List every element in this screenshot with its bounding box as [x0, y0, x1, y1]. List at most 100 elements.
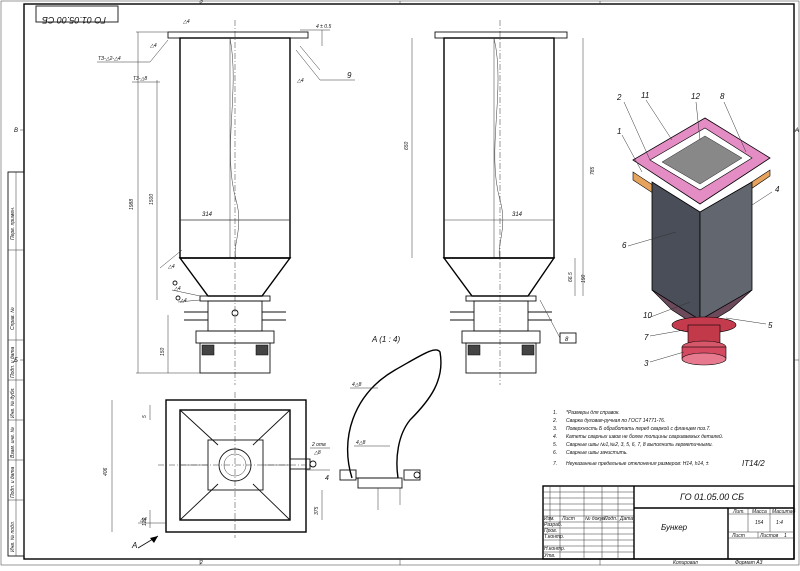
top-code-box: ГО 01.05.00 СБ: [35, 5, 119, 25]
note-num-3: 3.: [553, 426, 557, 432]
tb-row-nkontr: Н.контр.: [544, 546, 565, 552]
plan-view-mark: A: [131, 541, 137, 550]
iso-balloon-3: 3: [644, 359, 649, 368]
front-dim-total: 1988: [129, 199, 135, 210]
plan-hole-label: 2 отв: [311, 442, 326, 448]
side-outlet-pipe: [465, 342, 537, 374]
note-7-tail: IT14/2: [742, 459, 765, 468]
note-3: Поверхность Б обработать перед сваркой с…: [566, 425, 711, 432]
tb-row-utv: Утв.: [544, 553, 555, 559]
front-top-flange: [167, 31, 309, 39]
iso-body-right: [699, 181, 753, 321]
note-4: Катеты сварных швов не более толщины сва…: [566, 433, 723, 440]
side-body: [443, 37, 555, 259]
iso-balloon-5: 5: [768, 321, 773, 330]
strip-cell-2: Справ. №: [10, 307, 16, 330]
top-code-text: ГО 01.05.00 СБ: [42, 15, 106, 25]
plan-dim-width: 375: [314, 506, 320, 515]
tb-row-razrab: Разраб.: [544, 522, 562, 528]
tb-mass: 154: [755, 520, 764, 526]
side-view: 650 785 190 66.5 314 8: [404, 20, 596, 385]
front-body: [179, 37, 291, 259]
front-dim-bottom: 150: [160, 347, 166, 356]
tb-row-tkontr: Т.контр.: [544, 534, 564, 540]
note-7: Неуказанные предельные отклонения размер…: [566, 461, 709, 467]
tb-row-izm: Изм.: [544, 516, 555, 522]
iso-balloon-12: 12: [691, 92, 700, 101]
front-weld-label: ТЗ-△2-△4: [98, 56, 121, 62]
front-dim-upper: 1500: [149, 194, 155, 205]
plan-weld-mark: △4: [139, 517, 147, 523]
front-outlet-pipe: [199, 342, 271, 374]
front-balloon-9: 9: [347, 71, 352, 80]
strip-cell-7: Инв. № подл.: [10, 521, 16, 552]
tb-sheets-label: Листов: [759, 533, 779, 539]
front-dim-width: 314: [202, 212, 213, 218]
iso-balloon-6: 6: [622, 241, 627, 250]
iso-balloon-10: 10: [643, 311, 652, 320]
side-dim-h1: 785: [590, 166, 596, 175]
iso-balloon-1: 1: [617, 127, 621, 136]
note-5: Сварные швы №1,№2, 3, 5, 6, 7, 8 выполни…: [566, 442, 713, 448]
tb-mass-header: Масса: [752, 509, 767, 515]
plan-dim-side: 406: [103, 467, 109, 476]
footer-copied: Копировал: [673, 560, 698, 566]
note-6: Сварные швы зачистить.: [566, 450, 628, 456]
side-top-flange: [434, 31, 568, 39]
side-dim-h2: 190: [581, 274, 587, 283]
note-num-7: 7.: [553, 461, 557, 467]
tb-col-date: Дата: [619, 516, 633, 522]
side-dim-h3: 66.5: [568, 272, 574, 282]
section-weld-1: 4△8: [352, 382, 362, 388]
plan-dim-b: 120: [142, 517, 148, 526]
side-hopper-cone: [442, 257, 556, 297]
tb-scale-header: Масштаб: [772, 509, 796, 515]
strip-cell-5: Взам. инв. №: [10, 426, 16, 458]
side-balloon-box: [559, 332, 577, 344]
zone-label-v: В: [14, 128, 18, 134]
iso-balloon-8: 8: [720, 92, 725, 101]
tb-sheet-label: Лист: [731, 533, 745, 539]
tb-scale: 1:4: [776, 520, 783, 526]
front-dim-top: 4 ± 0.5: [316, 24, 331, 30]
iso-balloon-7: 7: [644, 333, 649, 342]
iso-balloon-2: 2: [616, 93, 622, 102]
strip-cell-3: Подп. и дата: [10, 346, 16, 378]
iso-balloon-4: 4: [775, 185, 780, 194]
section-a: A (1 : 4) 4△8 4△8: [339, 335, 442, 510]
left-strip: Перв. примен. Справ. № Подп. и дата Инв.…: [7, 171, 25, 557]
zone-label-bottom: 2: [199, 560, 203, 566]
note-num-5: 5.: [553, 442, 557, 448]
iso-balloon-11: 11: [641, 91, 649, 100]
zone-label-top: 2: [199, 0, 203, 6]
plan-view: 406 5 120 △4 2 отв △8 4 375 A: [103, 392, 330, 550]
front-weld-mark-4: △4: [167, 264, 175, 270]
tb-col-doc: № докум.: [585, 516, 607, 522]
iso-view: 2 11 12 8 1 4 6 10 7 5 3: [616, 91, 780, 368]
front-weld-mark-1: △4: [182, 19, 190, 25]
footer-format: Формат A3: [735, 560, 763, 566]
plan-size-label: 4: [325, 475, 329, 482]
plan-weld-mark-2: △8: [313, 450, 321, 456]
tb-name: Бункер: [661, 523, 688, 532]
plan-dim-a: 5: [142, 415, 148, 418]
plan-outer-flange: [165, 399, 307, 533]
strip-cell-4: Инв. № дубл.: [10, 387, 16, 418]
iso-body-left: [651, 181, 701, 321]
front-weld-mark-5: △4: [173, 286, 181, 292]
title-block: Изм. Разраб. Пров. Т.контр. Н.контр. Утв…: [542, 485, 796, 560]
front-weld-mark-2: △4: [149, 43, 157, 49]
note-num-1: 1.: [553, 410, 557, 416]
front-weld-label-2: Т3-△8: [133, 76, 147, 82]
section-shell: [346, 349, 442, 479]
section-weld-2: 4△8: [356, 440, 366, 446]
tb-col-sign: Подп.: [604, 516, 617, 522]
front-weld-mark-6: △4: [179, 298, 187, 304]
side-dim-width: 314: [512, 212, 523, 218]
note-1: *Размеры для справок.: [566, 410, 620, 416]
side-dim-height: 650: [404, 141, 410, 150]
note-num-4: 4.: [553, 434, 557, 440]
strip-cell-6: Подп. и дата: [10, 466, 16, 498]
